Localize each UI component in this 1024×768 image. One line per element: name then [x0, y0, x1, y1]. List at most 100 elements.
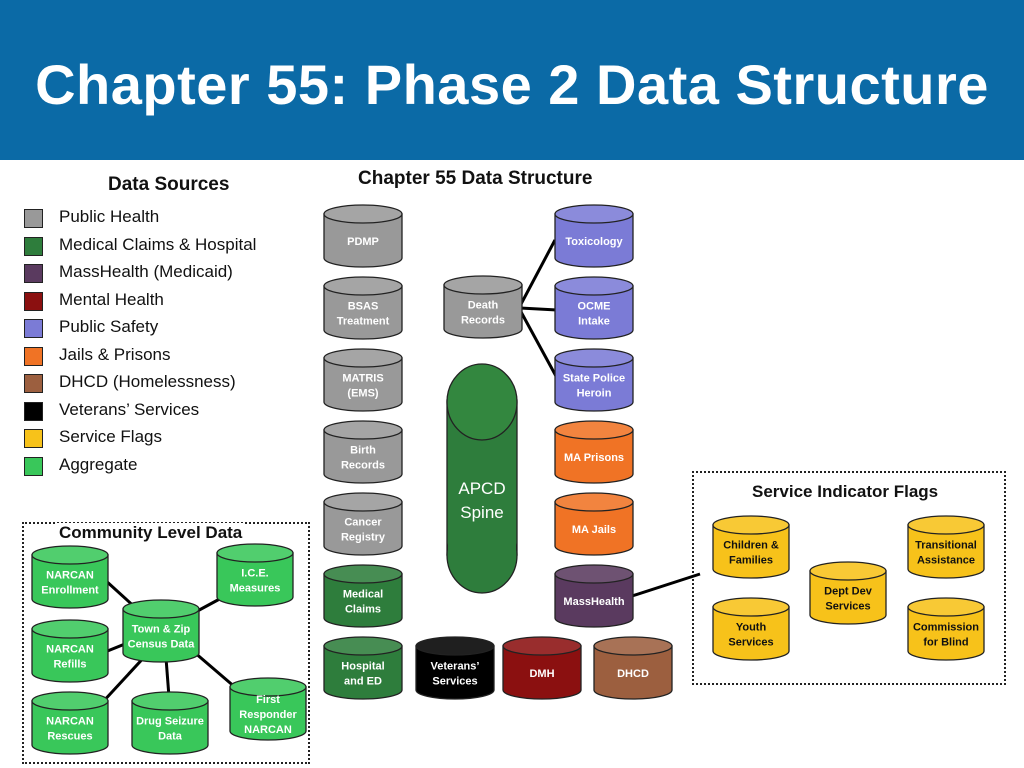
legend-swatch [24, 374, 43, 393]
cylinder-label: OCME [578, 301, 611, 313]
header-bar: Chapter 55: Phase 2 Data Structure [0, 0, 1024, 160]
cylinder-label: Enrollment [41, 585, 99, 597]
cylinder-label: Services [825, 601, 870, 613]
connector-line [518, 309, 559, 379]
source-cylinder-right: MassHealth [554, 564, 634, 628]
cylinder-label: NARCAN [46, 570, 94, 582]
legend-label: Medical Claims & Hospital [59, 234, 257, 254]
cylinder-label: MA Prisons [564, 452, 624, 464]
legend-swatch [24, 346, 43, 366]
cylinder-label: Families [729, 555, 773, 567]
cylinder-label: Hospital [341, 661, 384, 673]
cylinder-label: Registry [341, 532, 386, 544]
source-cylinder-bottom: DMH [502, 636, 582, 700]
cylinder-label: Claims [345, 604, 381, 616]
source-cylinder-bottom: Veterans’ Services [415, 636, 495, 700]
cylinder-label: State Police [563, 373, 625, 385]
structure-title: Chapter 55 Data Structure [358, 168, 593, 189]
page-title: Chapter 55: Phase 2 Data Structure [35, 53, 989, 116]
cylinder-label: Toxicology [565, 236, 623, 248]
legend-title: Data Sources [108, 174, 230, 195]
cylinder-label: Medical [343, 589, 383, 601]
cylinder-label: Children & [723, 540, 779, 552]
legend-swatch [24, 401, 43, 421]
cylinder-label: Services [432, 676, 477, 688]
source-cylinder-right: Toxicology [554, 204, 634, 268]
cylinder-label: Census Data [128, 639, 196, 651]
source-cylinder-right: MA Prisons [554, 420, 634, 484]
community-cylinder: I.C.E. Measures [216, 543, 294, 607]
legend-label: Mental Health [59, 289, 164, 309]
legend-label: Veterans’ Services [59, 399, 200, 419]
cylinder-label: MassHealth [563, 596, 624, 608]
cylinder-label: Treatment [337, 316, 390, 328]
cylinder-label: Responder [239, 709, 297, 721]
cylinder-label: PDMP [347, 236, 379, 248]
legend-label: Public Safety [59, 317, 159, 336]
cylinder-label: Records [341, 460, 385, 472]
legend-label: Jails & Prisons [59, 344, 171, 364]
cylinder-label: I.C.E. [241, 568, 269, 580]
cylinder-label: Death [468, 300, 499, 312]
legend-label: Service Flags [59, 427, 162, 446]
service-flags-title: Service Indicator Flags [752, 482, 939, 501]
cylinder-label: (EMS) [347, 388, 379, 400]
cylinder-label: MATRIS [342, 373, 383, 385]
cylinder-label: Transitional [915, 540, 977, 552]
cylinder-label: Veterans’ [431, 661, 480, 673]
legend-label: DHCD (Homelessness) [59, 372, 236, 391]
cylinder-label: Commission [913, 622, 979, 634]
cylinder-label: Records [461, 315, 505, 327]
community-cylinder: NARCAN Enrollment [31, 545, 109, 609]
cylinder-label: Birth [350, 445, 376, 457]
cylinder-label: DHCD [617, 668, 649, 680]
community-title: Community Level Data [57, 523, 245, 543]
legend-swatch [24, 429, 43, 448]
source-cylinder-right: OCME Intake [554, 276, 634, 340]
cylinder-label: Services [728, 637, 773, 649]
cylinder-label: Cancer [344, 517, 382, 529]
connector-line [518, 239, 557, 307]
cylinder-label: for Blind [923, 637, 968, 649]
cylinder-label: Measures [230, 583, 281, 595]
cylinder-label: BSAS [348, 301, 379, 313]
cylinder-label: Heroin [577, 388, 612, 400]
legend-swatch [24, 209, 43, 228]
cylinder-label: NARCAN [46, 716, 94, 728]
cylinder-label: Assistance [917, 555, 975, 567]
connector-line [631, 572, 701, 598]
cylinder-label: Intake [578, 316, 610, 328]
legend-swatch [24, 236, 43, 256]
source-cylinder-left: PDMP [323, 204, 403, 268]
source-cylinder-left: Hospital and ED [323, 636, 403, 700]
cylinder-label: MA Jails [572, 524, 616, 536]
cylinder-label: and ED [344, 676, 382, 688]
source-cylinder-left: BSAS Treatment [323, 276, 403, 340]
service-flags-box [692, 471, 1006, 685]
legend-label: MassHealth (Medicaid) [59, 262, 233, 281]
cylinder-label: Data [158, 731, 183, 743]
cylinder-label: First [256, 694, 280, 706]
legend-swatch [24, 456, 43, 476]
legend-swatch [24, 264, 43, 283]
source-cylinder-left: MATRIS (EMS) [323, 348, 403, 412]
cylinder-label: DMH [529, 668, 554, 680]
cylinder-label: NARCAN [244, 724, 292, 736]
service-flag-cylinder: Children & Families [712, 515, 790, 579]
source-cylinder-right: MA Jails [554, 492, 634, 556]
legend-swatch [24, 291, 43, 311]
cylinder-label: Refills [53, 659, 86, 671]
service-flag-cylinder: Commission for Blind [907, 597, 985, 661]
